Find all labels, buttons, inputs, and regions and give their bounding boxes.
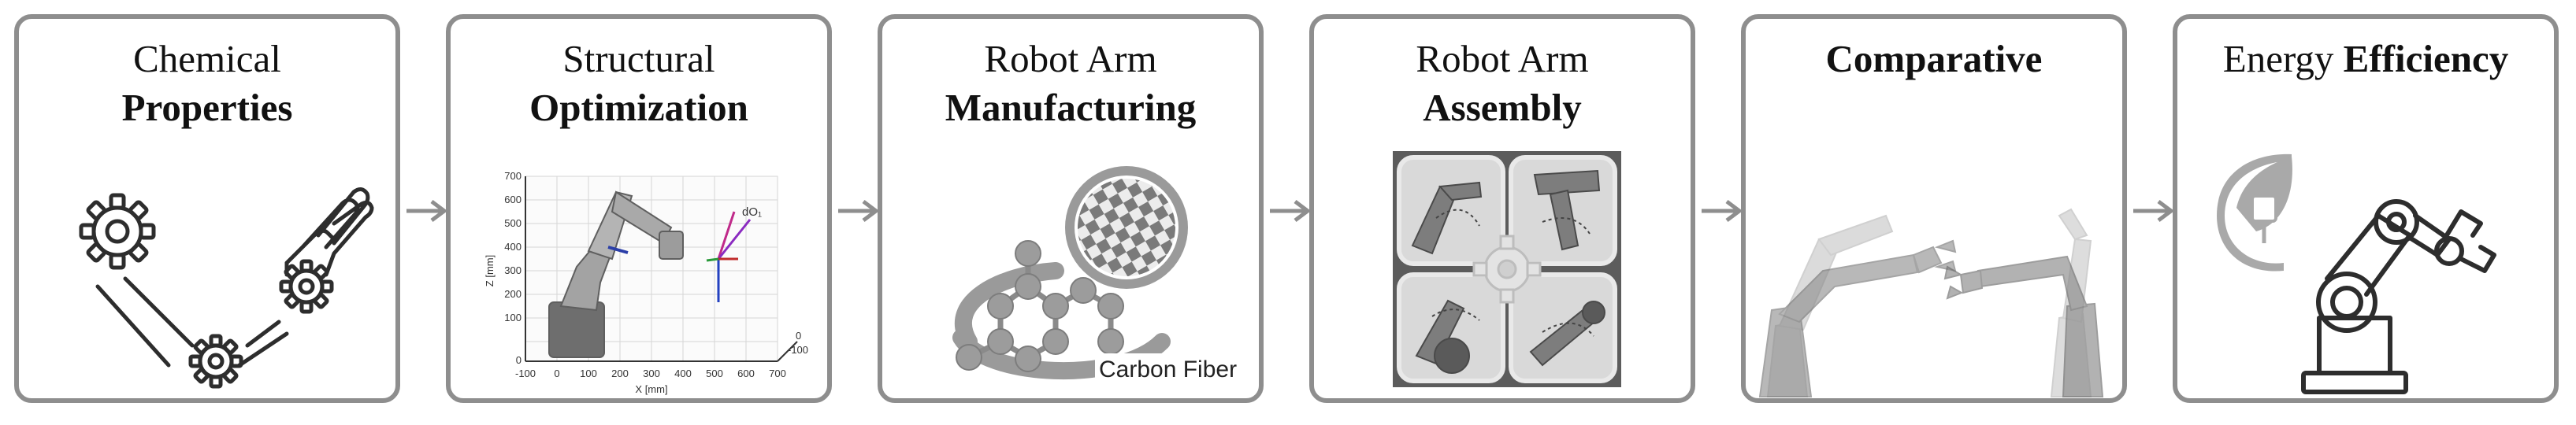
gear-icon-wrist [279,259,334,314]
flow-arrow-icon [1702,200,1743,222]
depth-tick-label: -100 [788,344,808,356]
gear-icon-center [1472,235,1542,304]
y-tick-label: 0 [516,354,522,366]
y-tick-label: 500 [504,217,522,229]
flow-arrow-icon [1270,200,1312,222]
depth-tick-label: 0 [796,330,801,342]
stage-title-line1: Robot Arm [1416,37,1589,80]
flow-arrow-icon [838,200,880,222]
hand-icon [284,187,374,277]
frame-annotation: dO₁ [742,205,762,219]
stage-card-energy-efficiency: Energy Efficiency [2173,14,2559,403]
stage-title-line1: Structural [562,37,715,80]
stage-title-line1: Chemical [133,37,281,80]
eco-plug-icon [2217,153,2292,272]
x-tick-label: 0 [554,368,559,379]
stage-title-line2: Comparative [1825,37,2043,80]
gear-icon-bottom [188,334,243,389]
gears-arm-icon [79,187,374,389]
stage-title: Chemical Properties [19,35,395,132]
stage-title: Energy Efficiency [2177,35,2554,83]
x-tick-label: 400 [674,368,692,379]
stage-title-line2: Assembly [1423,86,1582,129]
stage-title-line2: Optimization [529,86,748,129]
stage-title-word-plain: Energy [2222,37,2334,80]
y-tick-label: 300 [504,264,522,276]
stage-title-word-bold: Efficiency [2343,37,2509,80]
x-axis-label: X [mm] [635,383,667,395]
stage-card-robot-arm-assembly: Robot Arm Assembly [1309,14,1695,403]
x-tick-label: 200 [611,368,629,379]
y-tick-label: 400 [504,241,522,253]
y-tick-label: 600 [504,194,522,205]
stage-title: Robot Arm Assembly [1314,35,1691,132]
x-tick-label: 100 [580,368,597,379]
y-tick-label: 200 [504,288,522,300]
flow-arrow-icon [2133,200,2175,222]
stage-card-structural-optimization: Structural Optimization [446,14,832,403]
energy-efficient-robot-icon [2217,153,2496,394]
stage-card-comparative: Comparative [1741,14,2127,403]
x-tick-label: 700 [769,368,786,379]
stage-title: Comparative [1746,35,2122,83]
x-tick-label: 300 [643,368,660,379]
robot-arm-plot: dO₁ 700 600 500 400 300 200 100 0 -100 0… [484,170,808,395]
stage-title-line2: Manufacturing [945,86,1197,129]
flow-arrow-icon [406,200,448,222]
robot-arms-comparison-image [1758,208,2104,397]
x-tick-label: 500 [706,368,723,379]
gear-icon-large [79,193,156,270]
y-axis-label: Z [mm] [484,255,496,286]
y-tick-label: 100 [504,312,522,323]
stage-title: Structural Optimization [451,35,827,132]
carbon-fiber-label: Carbon Fiber [1099,357,1237,382]
stage-title-line1: Robot Arm [984,37,1157,80]
x-tick-label: -100 [515,368,536,379]
x-tick-label: 600 [737,368,755,379]
stage-title: Robot Arm Manufacturing [882,35,1259,132]
stage-card-robot-arm-manufacturing: Robot Arm Manufacturing [878,14,1264,403]
stage-card-chemical-properties: Chemical Properties [14,14,400,403]
carbon-fiber-icon: Carbon Fiber [952,161,1237,385]
stage-title-line1: Energy Efficiency [2177,35,2554,83]
robot-arm-icon [2301,199,2496,394]
stage-title-line2: Properties [121,86,293,129]
assembly-photo-grid [1393,151,1621,387]
y-tick-label: 700 [504,170,522,182]
